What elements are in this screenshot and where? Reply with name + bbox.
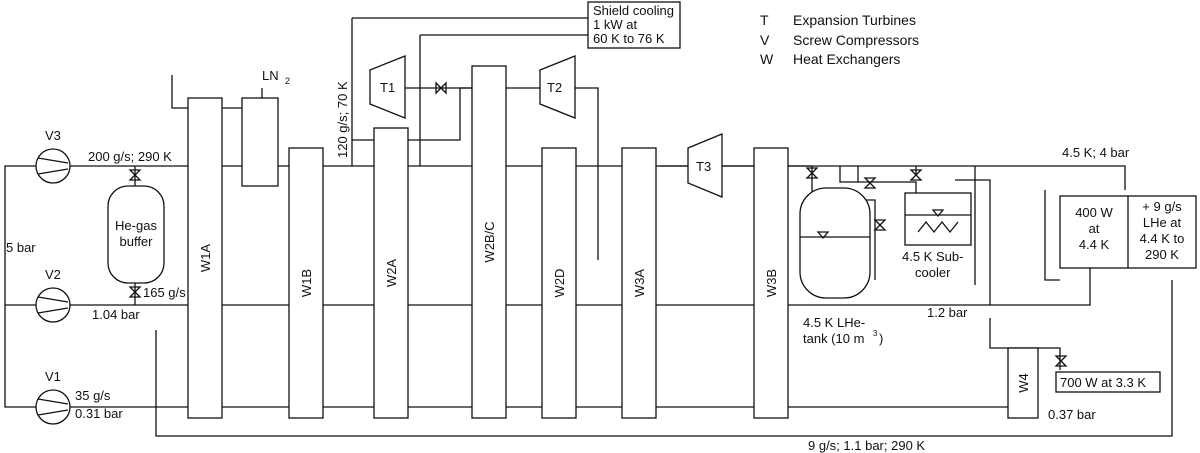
turbine-t2: T2 <box>539 55 576 119</box>
hx-w2a <box>373 127 409 419</box>
hx-w2bc <box>471 65 507 419</box>
legend-text-t: Expansion Turbines <box>793 12 916 28</box>
shield-line-3: 60 K to 76 K <box>593 31 665 46</box>
w3b-label: W3B <box>764 269 779 297</box>
t1-label: T1 <box>380 80 395 95</box>
load-9gs-2: LHe at <box>1143 215 1182 230</box>
compressor-v3: V3 <box>35 128 71 184</box>
shield-line-1: Shield cooling <box>593 3 674 18</box>
mid-pressure-label: 1.2 bar <box>927 305 968 320</box>
subcooler-line-1: 4.5 K Sub- <box>902 249 963 264</box>
heat-exchangers: W1A W1B W2A W2B/C W2D W3A W3B W4 <box>187 65 1039 419</box>
w1a-label: W1A <box>198 244 213 273</box>
v1-pressure-label: 0.31 bar <box>75 406 123 421</box>
flow-labels: 200 g/s; 290 K 165 g/s 1.04 bar 35 g/s 0… <box>6 81 1130 453</box>
hx-w3b <box>753 147 789 419</box>
v3-label: V3 <box>45 128 61 143</box>
shield-line-2: 1 kW at <box>593 17 637 32</box>
hx-w1b <box>288 147 324 419</box>
v3-flow-label: 200 g/s; 290 K <box>88 149 172 164</box>
hx-w1a <box>187 97 223 419</box>
hx-w2d <box>541 147 577 419</box>
t3-label: T3 <box>696 159 711 174</box>
load-400w-2: at <box>1089 221 1100 236</box>
v1-label: V1 <box>45 369 61 384</box>
turbine-t1: T1 <box>369 55 406 119</box>
ln2-precooler: LN 2 <box>241 68 290 187</box>
load-9gs-3: 4.4 K to <box>1140 231 1185 246</box>
buffer-line-1: He-gas <box>115 218 157 233</box>
w2a-label: W2A <box>384 259 399 288</box>
shield-cooling-box: Shield cooling 1 kW at 60 K to 76 K <box>587 1 681 49</box>
valve-icon <box>435 81 447 95</box>
process-lines <box>4 17 1173 437</box>
hx-w3a <box>621 147 657 419</box>
compressor-v1: V1 <box>35 369 71 425</box>
load-box: 400 W at 4.4 K + 9 g/s LHe at 4.4 K to 2… <box>1059 195 1197 269</box>
v2-label: V2 <box>45 267 61 282</box>
w2d-label: W2D <box>552 269 567 298</box>
load-700w-label: 700 W at 3.3 K <box>1060 375 1146 390</box>
tank-close: ) <box>879 331 883 346</box>
v2-flow-label: 165 g/s <box>143 285 186 300</box>
ln2-label: LN <box>262 68 279 83</box>
turbine-flow-label: 120 g/s; 70 K <box>335 81 350 158</box>
legend-key-v: V <box>760 32 770 48</box>
bottom-flow-label: 9 g/s; 1.1 bar; 290 K <box>808 438 925 453</box>
load-400w-3: 4.4 K <box>1079 237 1110 252</box>
load-700w-box: 700 W at 3.3 K <box>1054 355 1161 393</box>
w3a-label: W3A <box>632 269 647 298</box>
w4-pressure-label: 0.37 bar <box>1048 407 1096 422</box>
legend-key-t: T <box>760 12 769 28</box>
v2-pressure-label: 1.04 bar <box>92 307 140 322</box>
lhe-tank: 4.5 K LHe- tank (10 m 3 ) <box>799 167 923 346</box>
t2-label: T2 <box>547 80 562 95</box>
legend-key-w: W <box>760 51 774 67</box>
subcooler-line-2: cooler <box>915 265 951 280</box>
legend-text-w: Heat Exchangers <box>793 51 900 67</box>
v1-flow-label: 35 g/s <box>75 388 111 403</box>
ln2-sub: 2 <box>285 76 290 86</box>
top-right-label: 4.5 K; 4 bar <box>1062 145 1130 160</box>
turbine-t3: T3 <box>687 133 723 198</box>
legend: T Expansion Turbines V Screw Compressors… <box>760 12 919 67</box>
tank-line-1: 4.5 K LHe- <box>803 315 865 330</box>
legend-text-v: Screw Compressors <box>793 32 919 48</box>
buffer-line-2: buffer <box>119 234 153 249</box>
compressor-v2: V2 <box>35 267 71 323</box>
subcooler: 4.5 K Sub- cooler <box>902 192 972 280</box>
load-9gs-4: 290 K <box>1145 247 1179 262</box>
he-gas-buffer: He-gas buffer <box>107 166 165 305</box>
w2bc-label: W2B/C <box>482 221 497 262</box>
tank-line-2: tank (10 m <box>803 331 864 346</box>
load-400w-1: 400 W <box>1075 205 1113 220</box>
tank-sup: 3 <box>873 329 878 338</box>
hp-pressure-label: 5 bar <box>6 240 36 255</box>
w4-label: W4 <box>1016 373 1031 393</box>
w1b-label: W1B <box>299 269 314 297</box>
hx-w4 <box>1007 347 1039 419</box>
load-9gs-1: + 9 g/s <box>1142 199 1182 214</box>
